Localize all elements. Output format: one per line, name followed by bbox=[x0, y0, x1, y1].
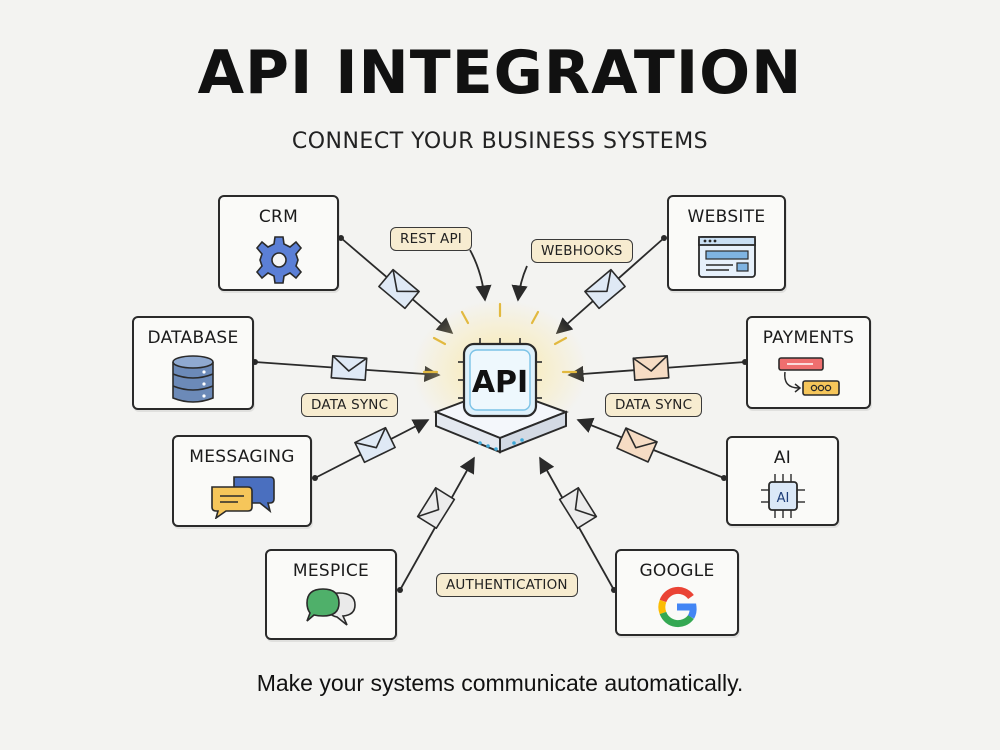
browser-window-icon bbox=[697, 235, 757, 283]
ai-chip-text: AI bbox=[776, 491, 789, 506]
database-icon bbox=[170, 354, 216, 410]
authentication-tag: AUTHENTICATION bbox=[436, 573, 578, 597]
green-chat-icon bbox=[303, 585, 359, 635]
envelope-icon bbox=[558, 486, 598, 530]
ai-chip-icon: AI bbox=[759, 472, 807, 524]
page-subtitle: CONNECT YOUR BUSINESS SYSTEMS bbox=[291, 129, 709, 154]
envelope-icon bbox=[632, 355, 670, 381]
messaging-card: MESSAGING bbox=[172, 435, 312, 527]
payment-flow-icon bbox=[775, 354, 843, 404]
webhooks-connector bbox=[511, 265, 528, 302]
data-sync-right-tag: DATA SYNC bbox=[605, 393, 703, 417]
envelope-icon bbox=[584, 268, 626, 310]
page-title: API INTEGRATION bbox=[197, 38, 803, 108]
website-label: WEBSITE bbox=[687, 207, 766, 227]
google-label: GOOGLE bbox=[639, 561, 715, 581]
data-sync-left-tag: DATA SYNC bbox=[301, 393, 399, 417]
crm-label: CRM bbox=[258, 207, 299, 227]
hub-label: API bbox=[472, 365, 528, 400]
google-logo-icon bbox=[655, 585, 699, 633]
payments-card: PAYMENTS bbox=[746, 316, 871, 409]
chat-bubbles-icon bbox=[208, 473, 276, 523]
mespice-label: MESPICE bbox=[292, 561, 370, 581]
rest-api-connector bbox=[469, 249, 492, 302]
rest-api-tag: REST API bbox=[390, 227, 472, 251]
envelope-icon bbox=[616, 427, 658, 463]
website-card: WEBSITE bbox=[667, 195, 786, 291]
envelope-icon bbox=[416, 486, 456, 530]
envelope-icon bbox=[378, 268, 420, 310]
database-label: DATABASE bbox=[147, 328, 239, 348]
crm-card: CRM bbox=[218, 195, 339, 291]
envelope-icon bbox=[354, 426, 396, 464]
database-card: DATABASE bbox=[132, 316, 254, 410]
webhooks-tag: WEBHOOKS bbox=[531, 239, 633, 263]
gear-icon bbox=[252, 233, 306, 291]
ai-label: AI bbox=[773, 448, 792, 468]
messaging-label: MESSAGING bbox=[189, 447, 295, 467]
envelope-icon bbox=[330, 355, 368, 381]
payments-label: PAYMENTS bbox=[762, 328, 855, 348]
footer-caption: Make your systems communicate automatica… bbox=[256, 670, 744, 696]
google-card: GOOGLE bbox=[615, 549, 739, 636]
api-hub: API bbox=[410, 300, 590, 470]
mespice-card: MESPICE bbox=[265, 549, 397, 640]
ai-card: AI AI bbox=[726, 436, 839, 526]
